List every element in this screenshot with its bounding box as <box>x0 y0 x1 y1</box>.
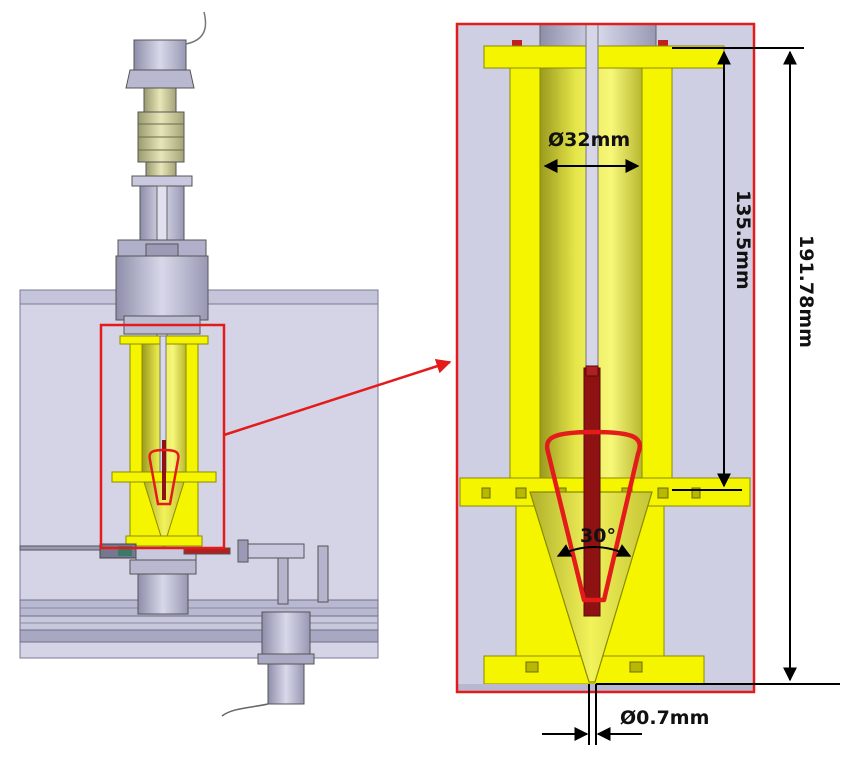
label-cone-angle: 30° <box>580 525 616 547</box>
central-shaft <box>585 23 599 375</box>
full-assembly-view <box>19 11 379 717</box>
detail-frame <box>455 22 756 694</box>
top-flange <box>483 45 725 69</box>
coupling <box>137 87 185 177</box>
dimension-lines <box>542 47 840 745</box>
left-wall <box>509 67 541 479</box>
label-nozzle-diameter: Ø0.7mm <box>620 707 709 729</box>
detail-view <box>455 22 756 694</box>
drive-column <box>115 175 209 337</box>
top-motor <box>125 11 207 89</box>
detail-highlight-box <box>99 323 226 550</box>
label-length-long: 191.78mm <box>795 235 817 348</box>
label-length-short: 135.5mm <box>732 190 754 290</box>
callout-arrow <box>223 359 452 437</box>
red-rod <box>583 367 601 617</box>
red-outline-shape <box>544 429 642 603</box>
bottom-plate <box>457 684 754 692</box>
right-wall <box>641 67 673 479</box>
nozzle-body-small <box>111 335 217 549</box>
bottom-rails <box>19 599 379 643</box>
label-inner-diameter: Ø32mm <box>548 129 630 151</box>
